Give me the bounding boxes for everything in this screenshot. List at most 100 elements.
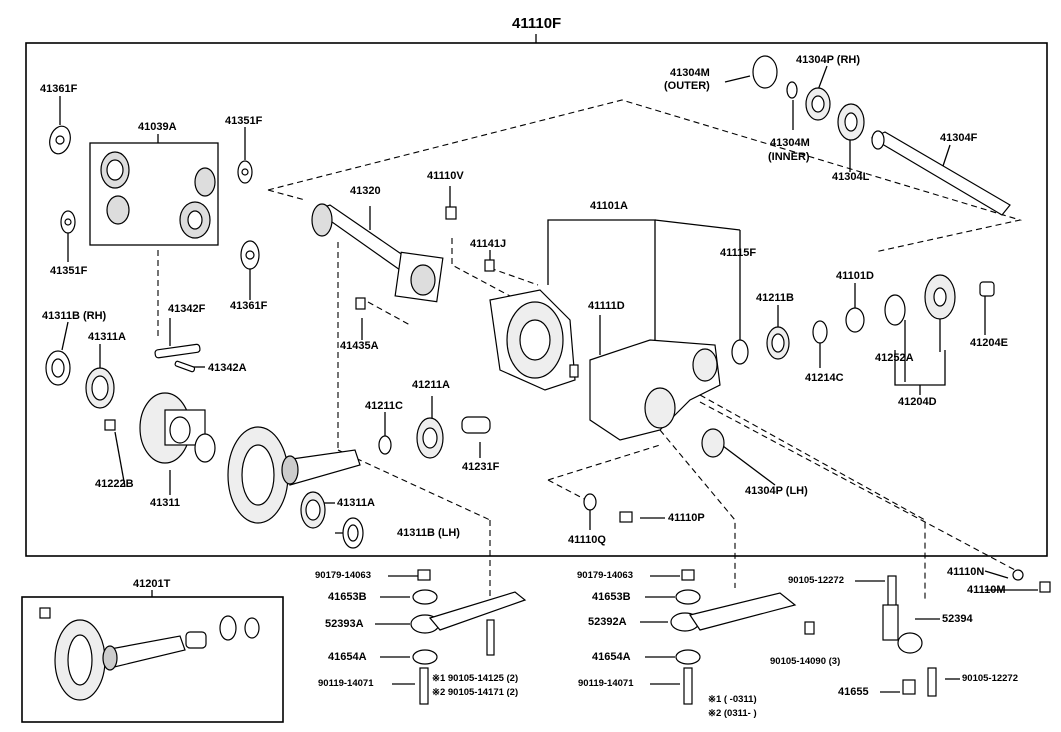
nut-41110N	[1012, 569, 1024, 581]
label-90179-14063-left: 90179-14063	[315, 570, 371, 581]
label-90119-14071-left: 90119-14071	[318, 678, 374, 689]
label-41110N: 41110N	[947, 566, 985, 578]
label-41111D: 41111D	[588, 300, 625, 312]
label-41211A: 41211A	[412, 379, 450, 391]
footnote-2: ※2 (0311- )	[708, 708, 757, 719]
label-41304P-rh: 41304P (RH)	[796, 54, 860, 66]
label-41653B-right: 41653B	[592, 591, 631, 603]
snap-ring-41304M-inner	[786, 81, 798, 99]
link-52393A	[410, 591, 527, 634]
bolt-90105-14090	[804, 621, 815, 635]
label-41653B-left: 41653B	[328, 591, 367, 603]
assembly-title: 41110F	[512, 15, 562, 32]
bearing-41304P-lh	[701, 428, 725, 458]
label-41304L: 41304L	[832, 171, 870, 183]
label-41110V: 41110V	[427, 170, 464, 182]
bolt-41141J	[484, 259, 495, 272]
plug-41110P	[619, 511, 633, 523]
label-41304M-inner: 41304M	[770, 137, 810, 149]
label-41214C: 41214C	[805, 372, 844, 384]
bolt-icon	[39, 607, 51, 619]
bolt-41110M	[1039, 581, 1051, 593]
label-41204D: 41204D	[898, 396, 937, 408]
label-41655: 41655	[838, 686, 869, 698]
label-41304M-outer: 41304M	[670, 67, 710, 79]
label-41311B-rh: 41311B (RH)	[42, 310, 107, 322]
label-41361F-top: 41361F	[40, 83, 78, 95]
label-41311B-lh: 41311B (LH)	[397, 527, 460, 539]
label-41115F: 41115F	[720, 247, 757, 259]
label-41211C: 41211C	[365, 400, 403, 412]
washer-41211C	[378, 435, 392, 455]
differential-gears-icon	[100, 151, 216, 239]
label-41201T: 41201T	[133, 578, 171, 590]
bushing-41654A-right	[675, 649, 701, 665]
label-41320: 41320	[350, 185, 381, 197]
label-90105-12272-bottom: 90105-12272	[962, 673, 1018, 684]
label-note2-left: ※2 90105-14171 (2)	[432, 687, 519, 698]
label-41222B: 41222B	[95, 478, 134, 490]
label-90179-14063-right: 90179-14063	[577, 570, 633, 581]
label-90119-14071-right: 90119-14071	[578, 678, 634, 689]
snap-ring-41304M-outer	[752, 55, 778, 89]
bolt-41222B	[104, 419, 116, 431]
label-41342A: 41342A	[208, 362, 247, 374]
seal-41115F	[731, 339, 749, 365]
label-41654A-right: 41654A	[592, 651, 631, 663]
bolt-41435A	[355, 297, 366, 310]
breather-41110V	[445, 206, 457, 220]
axle-shaft-41304F	[870, 130, 1011, 216]
differential-gear-kit-box	[89, 142, 219, 246]
bolt-90105-12272-top	[887, 575, 897, 607]
label-41101D: 41101D	[836, 270, 874, 282]
seal-41101D	[845, 307, 865, 333]
label-41351F-top: 41351F	[225, 115, 263, 127]
bearing-41252A	[884, 294, 906, 326]
plug-41111D	[569, 364, 579, 378]
bushing-41653B-left	[412, 589, 438, 605]
label-41110M: 41110M	[967, 584, 1006, 596]
label-41654A-left: 41654A	[328, 651, 367, 663]
label-41204E: 41204E	[970, 337, 1008, 349]
differential-case-41311	[139, 392, 216, 464]
label-41304M-inner-note: (INNER)	[768, 151, 810, 163]
label-41435A: 41435A	[340, 340, 379, 352]
bolt-90119-14071-right	[683, 667, 693, 705]
label-41342F: 41342F	[168, 303, 206, 315]
bushing-41654A-left	[412, 649, 438, 665]
label-41304F: 41304F	[940, 132, 978, 144]
gasket-41110Q	[583, 493, 597, 511]
link-52392A	[670, 592, 797, 632]
nut-41204E	[979, 281, 995, 297]
label-41110P: 41110P	[668, 512, 705, 524]
nut-90179-14063-right	[681, 569, 695, 581]
pinion-shaft-pin	[154, 343, 201, 359]
bushing-41655	[902, 679, 916, 695]
label-41311A-bottom: 41311A	[337, 497, 375, 509]
label-41039A: 41039A	[138, 121, 177, 133]
axle-tube-41320	[311, 203, 444, 303]
label-52394: 52394	[942, 613, 973, 625]
label-52393A: 52393A	[325, 618, 364, 630]
bolt-90105-left	[486, 619, 495, 656]
label-41141J: 41141J	[470, 238, 507, 250]
bolt-90119-14071-left	[419, 667, 429, 705]
label-41311A-top: 41311A	[88, 331, 126, 343]
label-note1-left: ※1 90105-14125 (2)	[432, 673, 519, 684]
ring-gear-pinion	[227, 426, 361, 524]
label-41311: 41311	[150, 497, 180, 509]
label-90105-12272-top: 90105-12272	[788, 575, 844, 586]
link-52394	[882, 604, 923, 654]
bushing-41653B-right	[675, 589, 701, 605]
label-41211B: 41211B	[756, 292, 794, 304]
label-41304P-lh: 41304P (LH)	[745, 485, 808, 497]
nut-90179-14063-left	[417, 569, 431, 581]
footnote-1: ※1 ( -0311)	[708, 694, 757, 705]
washer-41214C	[812, 320, 828, 344]
label-41361F-bottom: 41361F	[230, 300, 268, 312]
differential-carrier-left	[489, 289, 576, 391]
label-41110Q: 41110Q	[568, 534, 606, 546]
label-90105-14090: 90105-14090 (3)	[770, 656, 841, 667]
spacer-41231F	[461, 416, 491, 434]
